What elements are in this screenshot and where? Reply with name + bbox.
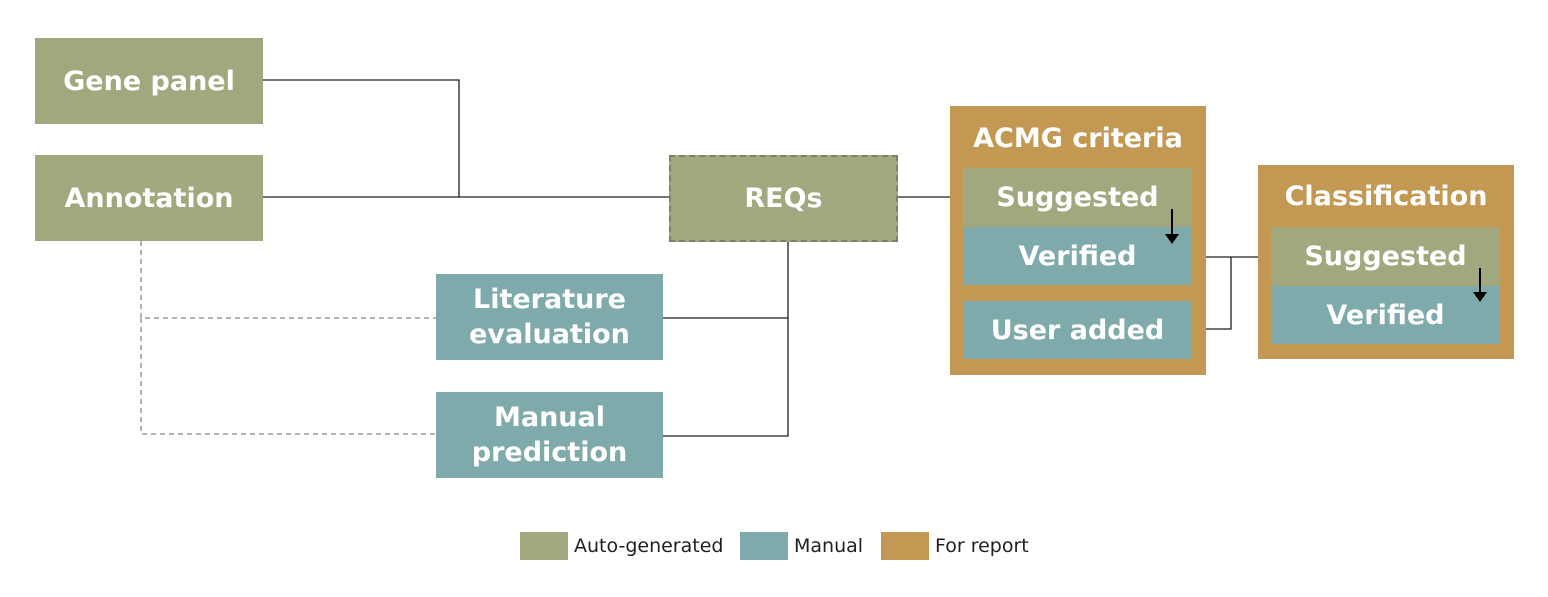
legend-swatch-manual: [740, 532, 788, 560]
manual-prediction-box: Manual prediction: [436, 392, 663, 478]
legend-item-auto-generated: Auto-generated: [520, 532, 723, 560]
legend-label-for-report: For report: [935, 535, 1029, 557]
acmg-user-added-box: User added: [963, 301, 1192, 359]
dashed-connector-annotation-manual: [140, 318, 436, 435]
acmg-down-arrow-icon: [1165, 209, 1179, 244]
legend-swatch-auto-generated: [520, 532, 568, 560]
classification-verified-label: Verified: [1326, 299, 1445, 331]
manual-prediction-label-line1: Manual: [493, 402, 605, 433]
classification-down-arrow-icon: [1473, 268, 1487, 302]
legend-label-manual: Manual: [794, 535, 864, 557]
annotation-box: Annotation: [35, 155, 263, 241]
literature-evaluation-box: Literature evaluation: [436, 274, 663, 360]
acmg-user-added-label: User added: [990, 314, 1165, 346]
gene-panel-label: Gene panel: [63, 65, 235, 97]
legend-item-manual: Manual: [740, 532, 863, 560]
acmg-suggested-box: Suggested: [963, 168, 1192, 227]
connector-manual-prediction-reqs: [663, 318, 789, 437]
legend-swatch-for-report: [881, 532, 929, 560]
gene-panel-box: Gene panel: [35, 38, 263, 124]
acmg-criteria-title: ACMG criteria: [973, 123, 1183, 154]
acmg-verified-box: Verified: [963, 227, 1192, 285]
acmg-verified-label: Verified: [1018, 240, 1137, 272]
connector-gene-panel: [263, 79, 460, 197]
annotation-label: Annotation: [64, 182, 234, 214]
legend-item-for-report: For report: [881, 532, 1029, 560]
classification-suggested-box: Suggested: [1271, 227, 1500, 286]
literature-evaluation-label-line1: Literature: [473, 284, 626, 315]
reqs-box: REQs: [669, 155, 898, 242]
reqs-label: REQs: [744, 183, 823, 214]
acmg-suggested-label: Suggested: [996, 182, 1159, 213]
classification-verified-box: Verified: [1271, 286, 1500, 344]
classification-title: Classification: [1284, 181, 1488, 212]
manual-prediction-label-line2: prediction: [471, 437, 628, 468]
legend-label-auto-generated: Auto-generated: [574, 535, 724, 557]
literature-evaluation-label-line2: evaluation: [469, 319, 630, 350]
classification-suggested-label: Suggested: [1304, 241, 1467, 272]
